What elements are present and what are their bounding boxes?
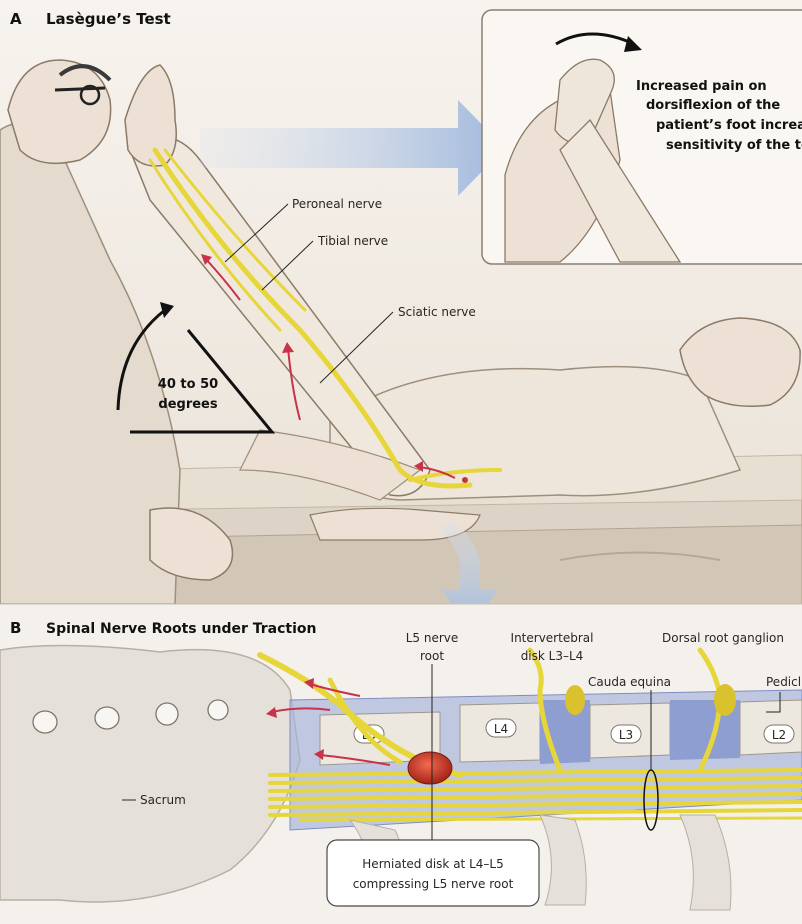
panel-a-letter: A xyxy=(10,10,22,28)
traction-arrow xyxy=(419,466,456,479)
herniated-disk xyxy=(407,751,453,785)
herniated-callout-box xyxy=(326,839,540,907)
traction-arrow xyxy=(309,683,361,697)
vertebra-label-l3: L3 xyxy=(619,728,633,742)
herniated-label-line1: Herniated disk at L4–L5 xyxy=(362,857,503,871)
sacral-foramen xyxy=(32,710,58,734)
dorsal-root-ganglion xyxy=(714,684,736,716)
patient-foot xyxy=(124,64,177,167)
sacral-foramen xyxy=(207,699,229,721)
patient-head xyxy=(679,317,801,407)
examiner-figure xyxy=(0,59,234,605)
panel-b-pointer-arrow xyxy=(440,520,498,630)
vertebra-badge xyxy=(610,724,642,744)
traction-arrow xyxy=(287,347,301,421)
tibial-leader-line xyxy=(261,240,314,291)
sacrum-label: Sacrum xyxy=(140,793,186,807)
patient-figure xyxy=(124,64,801,541)
traction-arrow xyxy=(319,754,391,766)
traction-arrows-b xyxy=(266,678,391,766)
peroneal-nerve-label: Peroneal nerve xyxy=(292,197,382,211)
traction-arrows-a xyxy=(201,254,456,479)
inset-text-line4: sensitivity of the te xyxy=(666,138,802,153)
cauda-equina-bundle xyxy=(257,647,802,822)
angle-label-line2: degrees xyxy=(158,397,217,412)
traction-arrow xyxy=(271,707,331,713)
angle-label-line1: 40 to 50 xyxy=(158,377,218,392)
dorsal-root-ganglion xyxy=(565,685,585,715)
l5-root-label-line1: L5 nerve xyxy=(406,631,459,645)
panel-a: A Lasègue’s Test xyxy=(0,0,802,630)
angle-lines xyxy=(130,329,276,434)
dorsiflexion-arrow xyxy=(555,32,635,46)
panel-b: B Spinal Nerve Roots under Traction Sacr… xyxy=(0,603,802,924)
angle-arc-arrow xyxy=(116,308,166,411)
inset-dorsiflexion: Increased pain on dorsiflexion of the pa… xyxy=(481,9,802,265)
l5-root-label-line2: root xyxy=(420,649,444,663)
nerve-labels: Peroneal nerve Tibial nerve Sciatic nerv… xyxy=(224,197,476,384)
vertebra-badge xyxy=(763,724,795,744)
disk-label-line2: disk L3–L4 xyxy=(521,649,584,663)
peroneal-leader-line xyxy=(224,203,289,263)
vertebra-label-l2: L2 xyxy=(772,728,786,742)
tibial-nerve-label: Tibial nerve xyxy=(317,234,388,248)
sacral-foramen xyxy=(94,706,120,730)
disk-label-line1: Intervertebral xyxy=(511,631,594,645)
patient-other-leg xyxy=(239,429,422,501)
pedicle-leader-line xyxy=(766,692,781,713)
herniated-label-line2: compressing L5 nerve root xyxy=(353,877,514,891)
traction-arrow xyxy=(204,257,241,301)
sciatic-leader-line xyxy=(319,311,394,384)
vertebra-badge xyxy=(485,718,517,738)
inset-text-line1: Increased pain on xyxy=(636,79,767,94)
examiner-hand xyxy=(149,507,234,581)
sacral-foramen xyxy=(155,702,179,726)
inset-text-line3: patient’s foot increas xyxy=(656,118,802,133)
sacrum-bone: Sacrum xyxy=(0,644,301,903)
ganglion-label: Dorsal root ganglion xyxy=(662,631,784,645)
patient-arm xyxy=(309,507,481,541)
panel-b-letter: B xyxy=(10,619,21,637)
nerve-root-marker xyxy=(462,477,468,483)
panel-b-labels: L5 nerve root Intervertebral disk L3–L4 … xyxy=(326,631,801,907)
sciatic-nerve-label: Sciatic nerve xyxy=(398,305,476,319)
cauda-equina-label: Cauda equina xyxy=(588,675,671,689)
panel-a-title: Lasègue’s Test xyxy=(46,10,171,28)
vertebra-label-l4: L4 xyxy=(494,722,508,736)
pedicle-label: Pedicl xyxy=(766,675,801,689)
inset-pointer-arrow xyxy=(200,100,505,196)
examiner-head xyxy=(7,59,112,165)
panel-b-title: Spinal Nerve Roots under Traction xyxy=(46,621,316,637)
inset-text-line2: dorsiflexion of the xyxy=(646,98,780,113)
angle-indicator: 40 to 50 degrees xyxy=(116,302,276,434)
leg-nerves xyxy=(148,147,502,489)
